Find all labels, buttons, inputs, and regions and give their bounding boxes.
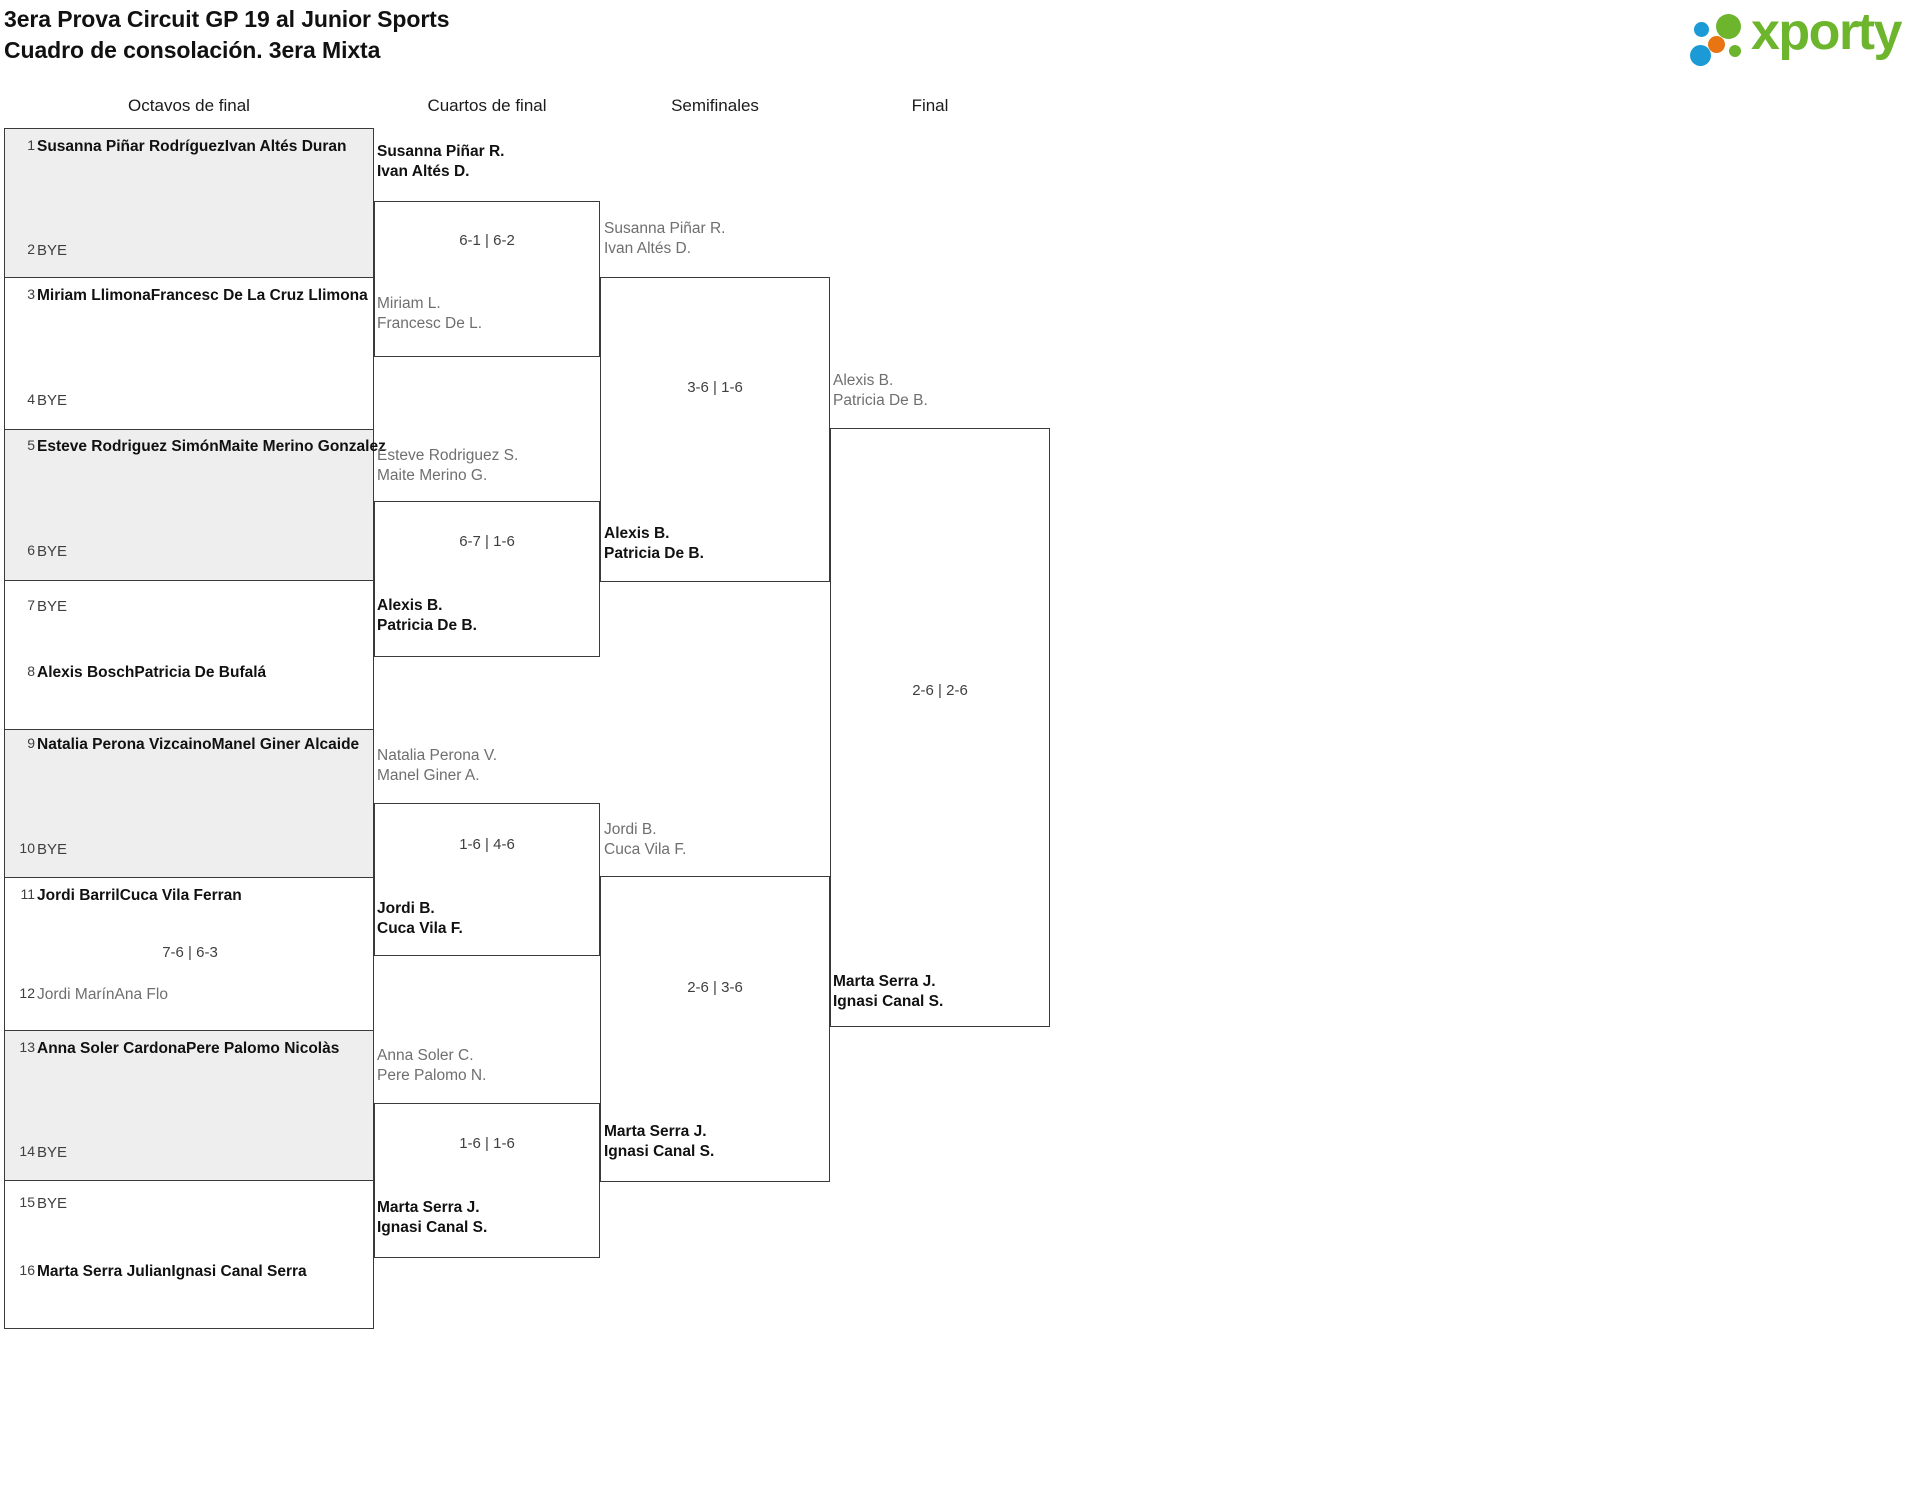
seed-number: 7 [27,597,35,613]
logo-dot-green-large-icon [1716,14,1741,39]
match-score: 2-6 | 3-6 [687,979,743,996]
player-names: Jordi MarínAna Flo [37,986,168,1003]
round1-match-8[interactable]: 15 BYE 16 Marta Serra JulianIgnasi Canal… [4,1181,374,1329]
seed-number: 15 [19,1194,35,1210]
seed-number: 2 [27,241,35,257]
logo-dot-green-small-icon [1729,45,1741,57]
logo-dot-blue-small-icon [1694,22,1709,37]
round2-match-1[interactable] [374,201,600,357]
seed-number: 12 [19,985,35,1001]
round-header-octavos: Octavos de final [128,96,250,115]
round1-match-6[interactable]: 11 Jordi BarrilCuca Vila Ferran 7-6 | 6-… [4,878,374,1031]
match-score: 2-6 | 2-6 [912,682,968,699]
player-names: Natalia Perona V.Manel Giner A. [377,747,498,784]
seed-number: 10 [19,840,35,856]
tournament-name: 3era Prova Circuit GP 19 al Junior Sport… [4,6,450,32]
page-title: 3era Prova Circuit GP 19 al Junior Sport… [4,4,450,65]
player-names: Susanna Piñar RodríguezIvan Altés Duran [37,138,347,155]
seed-number: 1 [27,137,35,153]
match-score: 1-6 | 1-6 [459,1135,515,1152]
round2-match-4[interactable] [374,1103,600,1258]
logo-wordmark: xporty [1751,3,1902,61]
match-score: 6-1 | 6-2 [459,232,515,249]
player-names: Anna Soler C.Pere Palomo N. [377,1047,487,1084]
match-score: 1-6 | 4-6 [459,836,515,853]
player-names: Jordi B.Cuca Vila F. [604,821,687,858]
logo-dots-icon [1688,12,1750,66]
player-names: Anna Soler CardonaPere Palomo Nicolàs [37,1040,340,1057]
round4-match-final[interactable] [830,428,1050,1027]
player-names: Jordi BarrilCuca Vila Ferran [37,887,242,904]
logo-dot-blue-large-icon [1690,45,1711,66]
player-names: Jordi B.Cuca Vila F. [377,900,463,937]
player-names: Marta Serra J.Ignasi Canal S. [604,1123,715,1160]
player-names: Marta Serra J.Ignasi Canal S. [377,1199,488,1236]
player-names: BYE [37,242,68,259]
round1-match-2[interactable]: 3 Miriam LlimonaFrancesc De La Cruz Llim… [4,278,374,430]
round1-match-3[interactable]: 5 Esteve Rodriguez SimónMaite Merino Gon… [4,430,386,581]
player-names: Susanna Piñar R.Ivan Altés D. [377,143,505,180]
player-names: BYE [37,392,68,409]
player-names: BYE [37,1195,68,1212]
player-names: BYE [37,543,68,560]
player-names: Susanna Piñar R.Ivan Altés D. [604,220,726,257]
round3-match-2[interactable] [600,876,830,1182]
player-names: Miriam LlimonaFrancesc De La Cruz Llimon… [37,287,368,304]
seed-number: 13 [19,1039,35,1055]
round2-match-3[interactable] [374,803,600,956]
player-names: Marta Serra J.Ignasi Canal S. [833,973,944,1010]
player-names: Esteve Rodriguez S.Maite Merino G. [377,447,519,484]
round1-match-1[interactable]: 1 Susanna Piñar RodríguezIvan Altés Dura… [4,128,374,278]
player-names: BYE [37,841,68,858]
seed-number: 5 [27,437,35,453]
player-names: Alexis BoschPatricia De Bufalá [37,664,267,681]
match-score: 7-6 | 6-3 [162,944,218,961]
seed-number: 14 [19,1143,35,1159]
player-names: Alexis B.Patricia De B. [604,525,704,562]
player-names: Miriam L.Francesc De L. [377,295,483,332]
round1-match-7[interactable]: 13 Anna Soler CardonaPere Palomo Nicolàs… [4,1031,374,1181]
bracket-subtitle: Cuadro de consolación. 3era Mixta [4,36,381,63]
round-header-semifinales: Semifinales [671,96,759,115]
round3-match-1[interactable] [600,277,830,582]
player-names: Alexis B.Patricia De B. [833,372,928,409]
player-names: BYE [37,1144,68,1161]
seed-number: 11 [20,886,35,902]
page-header: 3era Prova Circuit GP 19 al Junior Sport… [0,0,1920,86]
seed-number: 16 [19,1262,35,1278]
player-names: Natalia Perona VizcainoManel Giner Alcai… [37,736,360,753]
round1-match-5[interactable]: 9 Natalia Perona VizcainoManel Giner Alc… [4,730,374,878]
player-names: BYE [37,598,68,615]
seed-number: 4 [27,391,35,407]
round-header-final: Final [911,96,949,115]
seed-number: 9 [27,735,35,751]
player-names: Marta Serra JulianIgnasi Canal Serra [37,1263,307,1280]
round2-match-2[interactable] [374,501,600,657]
round-header-cuartos: Cuartos de final [427,96,547,115]
seed-number: 8 [27,663,35,679]
match-score: 6-7 | 1-6 [459,533,515,550]
player-names: Alexis B.Patricia De B. [377,597,477,634]
seed-number: 3 [27,286,35,302]
logo-dot-orange-icon [1708,36,1725,53]
round1-column: 1 Susanna Piñar RodríguezIvan Altés Dura… [4,128,386,1329]
match-score: 3-6 | 1-6 [687,379,743,396]
player-names: Esteve Rodriguez SimónMaite Merino Gonza… [37,438,386,455]
xporty-logo[interactable]: xporty [1688,3,1906,66]
round1-match-4[interactable]: 7 BYE 8 Alexis BoschPatricia De Bufalá [4,581,374,730]
seed-number: 6 [27,542,35,558]
